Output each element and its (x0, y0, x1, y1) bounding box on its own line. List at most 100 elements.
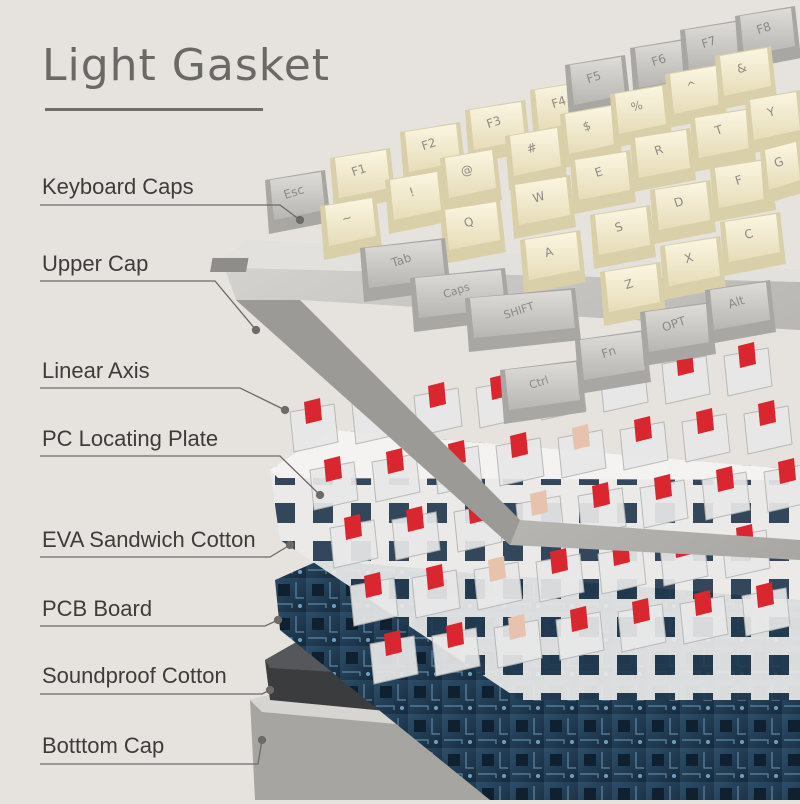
keycap-label: F5 (585, 68, 603, 86)
keycap-31: Z (600, 262, 666, 326)
keycap-20: R (630, 128, 696, 192)
keycap-label: R (653, 142, 665, 158)
switch-0 (289, 398, 339, 453)
layer-label-soundproof-cotton: Soundproof Cotton (42, 663, 227, 688)
layer-label-keyboard-caps: Keyboard Caps (42, 174, 194, 199)
switch-33 (493, 614, 543, 669)
keycap-label: Fn (600, 343, 618, 361)
keycap-label: ! (407, 185, 416, 200)
switch-9 (371, 448, 421, 503)
switch-32 (431, 622, 481, 677)
title-underline (45, 108, 263, 111)
keycap-label: $ (581, 118, 593, 134)
switch-31 (369, 630, 419, 685)
keycap-label: ~ (340, 210, 354, 226)
layer-label-upper-cap: Upper Cap (42, 251, 149, 276)
keycap-35: Fn (575, 330, 651, 394)
switch-34 (555, 606, 605, 661)
switch-21 (639, 474, 689, 529)
keycap-36: OPT (640, 302, 716, 366)
keycap-label: Esc (282, 182, 306, 202)
keycap-label: F3 (485, 113, 503, 131)
page-title: Light Gasket (42, 40, 331, 91)
keycap-23: Tab (360, 238, 451, 302)
keycap-11: @ (440, 148, 502, 212)
keycap-label: W (531, 189, 547, 206)
keycap-30: SHIFT (465, 288, 581, 352)
switch-22 (701, 466, 751, 521)
switch-37 (741, 582, 791, 637)
switch-20 (577, 482, 627, 537)
keycap-label: X (683, 250, 695, 266)
keycap-0: Esc (265, 170, 331, 234)
keycap-17: Q (440, 200, 506, 264)
keycap-37: Alt (705, 280, 776, 344)
layer-label-pc-locating-plate: PC Locating Plate (42, 426, 219, 451)
keycap-10: ! (385, 170, 447, 234)
switch-7 (723, 342, 773, 397)
keycap-1: F1 (330, 148, 396, 212)
switch-25 (411, 564, 461, 619)
switch-23 (763, 458, 800, 513)
switch-12 (557, 424, 607, 479)
switch-15 (743, 400, 793, 455)
keycap-label: F7 (700, 33, 718, 51)
switch-16 (329, 514, 379, 569)
keycap-9: ~ (320, 196, 382, 260)
keycap-label: @ (459, 162, 475, 179)
switch-11 (495, 432, 545, 487)
keycap-27: D (650, 180, 716, 244)
keycap-label: Z (623, 276, 635, 292)
keycap-5: F5 (565, 55, 631, 119)
switch-27 (535, 548, 585, 603)
keycap-label: Ctrl (528, 373, 551, 391)
keycap-34: Ctrl (500, 360, 586, 424)
switch-13 (619, 416, 669, 471)
layer-label-pcb-board: PCB Board (42, 596, 153, 621)
keycap-label: F2 (420, 135, 438, 153)
keycap-label: Tab (388, 250, 413, 270)
keycap-label: & (735, 60, 748, 76)
keycap-21: T (690, 108, 756, 172)
keycap-label: % (629, 98, 644, 115)
keycap-label: F6 (650, 51, 668, 69)
keycap-label: F8 (755, 19, 773, 37)
keycap-label: F4 (550, 93, 568, 111)
switch-14 (681, 408, 731, 463)
switch-26 (473, 556, 523, 611)
keycap-29: G (760, 140, 800, 204)
keycap-28: F (710, 158, 776, 222)
keycap-label: Alt (726, 293, 746, 311)
keycap-25: A (520, 230, 586, 294)
keycap-label: # (525, 140, 539, 156)
layer-label-bottom-cap: Botttom Cap (42, 733, 165, 758)
switch-24 (349, 572, 399, 627)
keycap-12: # (505, 126, 567, 190)
keycap-label: C (743, 226, 755, 242)
keycap-label: E (593, 164, 605, 180)
keycap-19: E (570, 150, 636, 214)
keycap-18: W (510, 175, 576, 239)
keycap-22: Y (745, 90, 800, 154)
keycap-33: C (720, 212, 786, 276)
keycap-label: F (733, 172, 744, 187)
keycap-label: ^ (685, 78, 699, 94)
keycap-label: D (672, 194, 685, 210)
switch-35 (617, 598, 667, 653)
switch-36 (679, 590, 729, 645)
layer-label-eva-sandwich-cotton: EVA Sandwich Cotton (42, 527, 256, 552)
layer-label-linear-axis: Linear Axis (42, 358, 150, 383)
keycap-label: G (772, 154, 785, 170)
keycap-15: ^ (665, 64, 727, 128)
keycap-13: $ (560, 104, 622, 168)
switch-17 (391, 506, 441, 561)
keycap-label: S (613, 219, 625, 235)
keycap-26: S (590, 205, 656, 269)
keycap-32: X (660, 236, 726, 300)
keycap-16: & (715, 46, 777, 110)
keycap-14: % (610, 84, 672, 148)
keycap-label: F1 (350, 161, 368, 179)
switch-2 (413, 382, 463, 437)
keycap-label: Q (462, 214, 475, 230)
